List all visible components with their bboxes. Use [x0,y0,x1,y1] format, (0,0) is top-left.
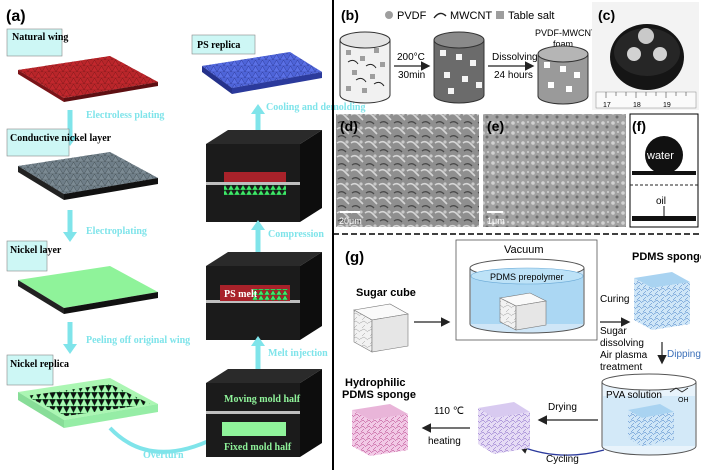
dried-sponge [478,402,530,454]
nickel-replica-label: Nickel replica [10,359,69,370]
heating-label: heating [428,436,461,447]
foam-hole-1 [638,28,654,44]
pva-solution-label: PVA solution [606,390,662,401]
panel-a: (a) Natural wing Electroless plating Con… [0,0,365,470]
hydrophilic-label-2: PDMS sponge [342,389,416,401]
cylinder-foam [538,46,588,104]
legend-salt-swatch [496,11,504,19]
step-compression-label: Compression [268,229,324,240]
pdms-sponge [634,272,690,330]
treatment-label: treatment [600,362,642,373]
time-label: 30min [398,70,425,81]
hours-label: 24 hours [494,70,533,81]
drying-label: Drying [548,402,577,413]
oh-label: OH [678,397,689,404]
pva-beaker [602,374,696,455]
panel-e: (e) 1μm [483,114,626,227]
dissolving-label: Dissolving [492,52,538,63]
ps-replica-label: PS replica [197,40,240,51]
foam-hole-2 [627,47,641,61]
ps-melt-label: PS melt [224,289,258,300]
step-electroless-label: Electroless plating [86,110,164,121]
panel-c: (c) 17 18 19 [592,2,699,110]
scale-label-e: 1μm [487,216,505,226]
cylinder-mix [340,32,390,103]
panel-e-label: (e) [487,118,504,134]
product-label-1: PVDF-MWCNT [535,28,597,38]
panel-b-label: (b) [341,7,359,23]
step-cooling-label: Cooling and demolding [266,102,365,113]
legend-salt: Table salt [508,10,554,22]
legend-pvdf-swatch [385,11,393,19]
conductive-nickel-label: Conductive nickel layer [10,133,112,144]
hydrophilic-sponge [352,404,408,456]
curing-label: Curing [600,294,629,305]
water-label: water [646,150,674,162]
sugar-cube-label: Sugar cube [356,287,416,299]
panel-g: (g) Sugar cube Vacuum PDMS prepolymer Cu… [342,240,701,465]
natural-wing-label: Natural wing [12,32,68,43]
mold-cooled [206,130,322,222]
oil-label: oil [656,196,666,207]
panel-f-label: (f) [632,118,646,134]
pdms-sponge-label: PDMS sponge [632,251,701,263]
pdms-prepolymer-label: PDMS prepolymer [490,272,564,282]
legend-mwcnt: MWCNT [450,10,492,22]
dissolving-label-g: dissolving [600,338,644,349]
foam-hole-3 [653,47,667,61]
fixed-mold-label: Fixed mold half [224,442,292,453]
scale-label-d: 20μm [339,216,362,226]
air-plasma-label: Air plasma [600,350,648,361]
temp-label: 200°C [397,52,425,63]
cylinder-heated [434,32,484,103]
sem-image-e [483,114,626,227]
panel-c-label: (c) [598,7,615,23]
panel-f: (f) water oil [630,114,698,227]
moving-mold-label: Moving mold half [224,394,301,405]
ruler-number-17: 17 [603,102,611,109]
water-substrate [632,171,696,175]
sugar-cube [354,304,408,352]
step-melt-injection-label: Melt injection [268,348,328,359]
legend-pvdf: PVDF [397,10,427,22]
oil-substrate [632,216,696,221]
panel-a-label: (a) [6,8,26,25]
nickel-layer-label: Nickel layer [10,245,62,256]
ruler-number-19: 19 [663,102,671,109]
hydrophilic-label-1: Hydrophilic [345,377,406,389]
heating-temp-label: 110 ℃ [434,406,464,417]
panel-d-label: (d) [340,118,358,134]
ruler-number-18: 18 [633,102,641,109]
dipping-label: Dipping [667,349,701,360]
panel-g-label: (g) [345,249,364,266]
legend-mwcnt-swatch [434,13,446,18]
panel-d: (d) 20μm [336,114,479,227]
overturn-label: Overturn [143,450,184,461]
sugar-label: Sugar [600,326,627,337]
step-electroplating-label: Electroplating [86,226,147,237]
vacuum-label: Vacuum [504,244,544,256]
sugar-cube-in-beaker [500,293,546,330]
cycling-label: Cycling [546,454,579,465]
step-peeling-label: Peeling off original wing [86,335,190,346]
panel-b: (b) PVDF MWCNT Table salt 200°C 30min [340,7,597,104]
